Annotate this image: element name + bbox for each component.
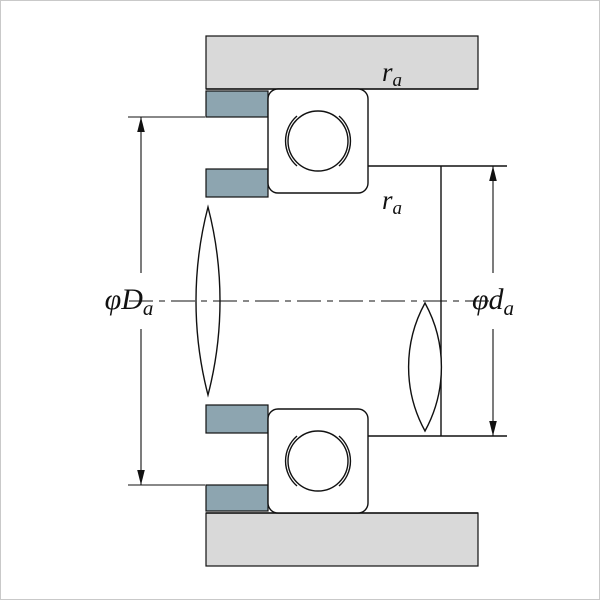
da-label-background [463,278,525,322]
raceway-groove-bottom-left [284,435,298,487]
Da-label-background [100,278,160,322]
Da-arrow-down-icon [137,470,145,485]
da-label: φda [472,283,514,320]
Da-arrow-up-icon [137,117,145,132]
housing-shoulder-top [205,90,269,118]
bearing-ball-bottom [287,430,349,492]
bearing-ball-top [287,110,349,172]
Da-label: φDa [105,283,154,320]
bearing-section-top [267,88,369,194]
raceway-groove-bottom-right [338,435,352,487]
ra-label-middle: ra [382,185,402,219]
ra-label-top: ra [382,57,402,91]
shaft-shoulder-top [205,168,269,198]
da-arrow-up-icon [489,166,497,181]
shaft-break-curve-left [195,204,221,398]
housing-shoulder-bottom [205,484,269,512]
housing-block-bottom [205,512,479,567]
shaft-break-curve-right [407,301,443,433]
dimension-da: φda [463,166,525,436]
raceway-groove-top-right [338,115,352,167]
raceway-groove-top-left [284,115,298,167]
shaft-shoulder-bottom [205,404,269,434]
dimension-Da: φDa [100,116,205,486]
housing-block-top [205,35,479,90]
da-arrow-down-icon [489,421,497,436]
bearing-section-bottom [267,408,369,514]
